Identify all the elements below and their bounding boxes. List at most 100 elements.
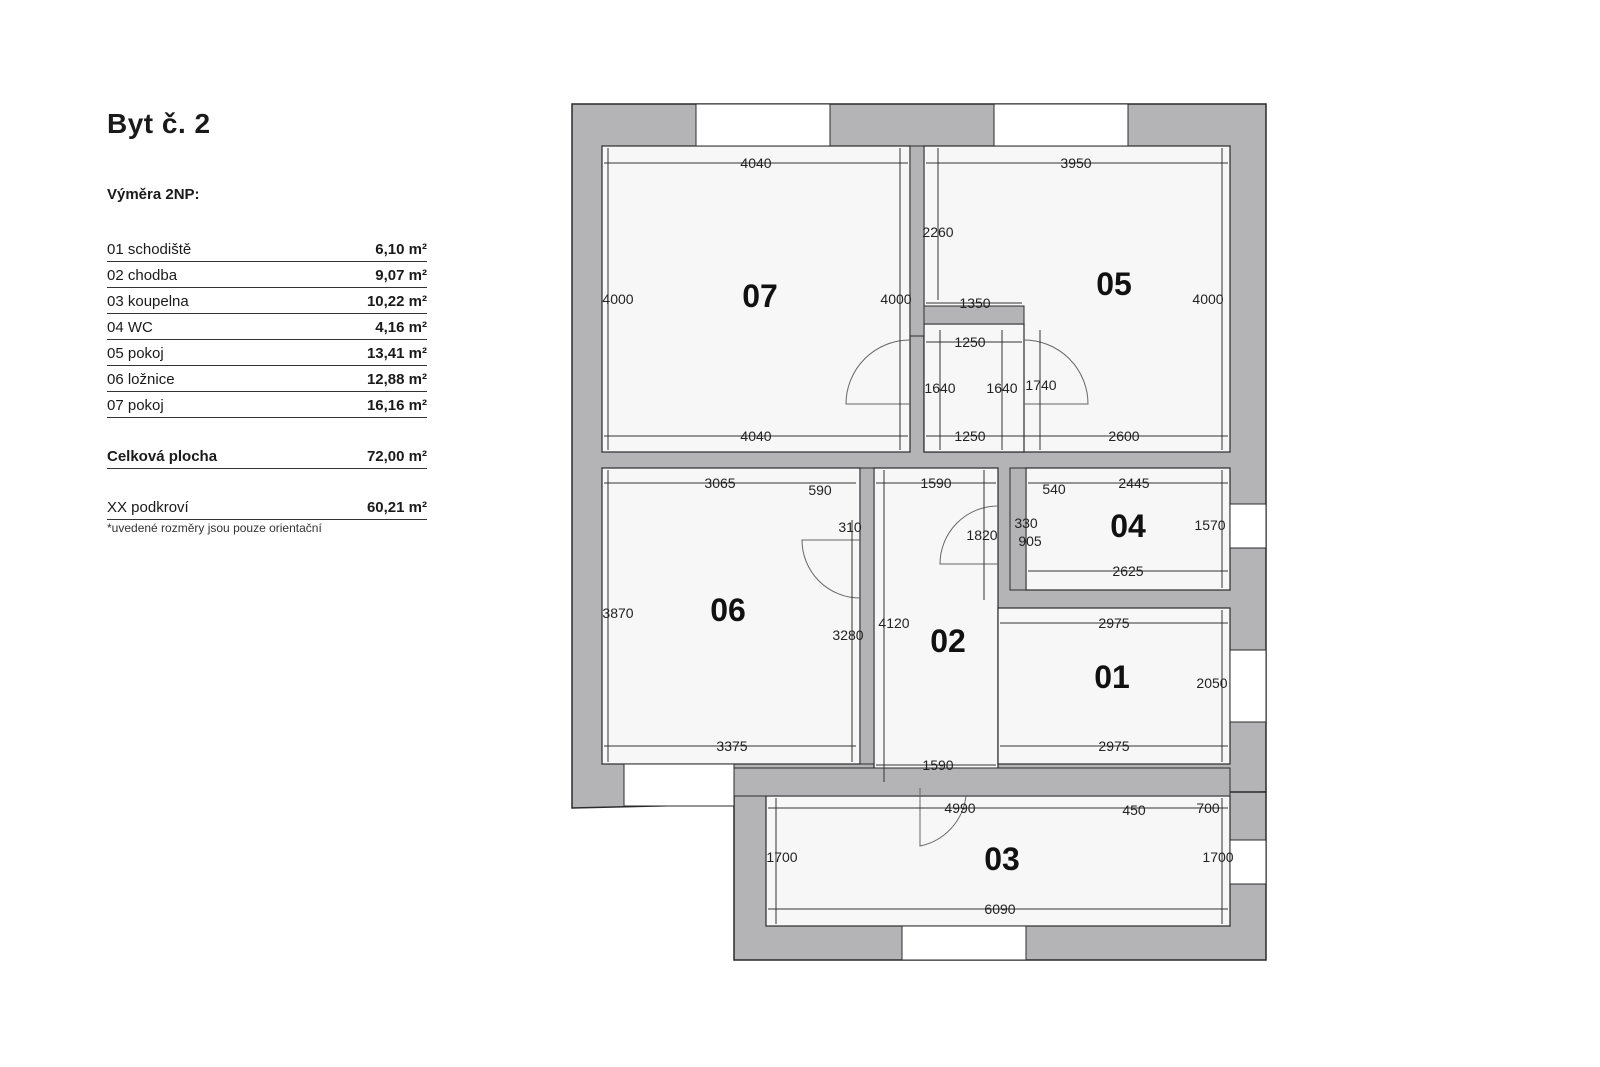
dim-label: 4120 bbox=[878, 615, 909, 631]
inner-wall bbox=[909, 145, 925, 337]
dim-label: 4040 bbox=[740, 428, 771, 444]
room-area: 10,22 m² bbox=[366, 293, 427, 310]
room-name: 04 WC bbox=[107, 319, 153, 336]
room-07-floor bbox=[601, 145, 911, 453]
dim-label: 1250 bbox=[954, 428, 985, 444]
door-swing bbox=[845, 339, 911, 405]
inner-wall bbox=[1009, 467, 1027, 591]
dim-label: 4040 bbox=[740, 155, 771, 171]
room-row: 02 chodba 9,07 m² bbox=[107, 263, 427, 288]
total-row: Celková plocha 72,00 m² bbox=[107, 444, 427, 469]
window bbox=[901, 925, 1027, 961]
room-04-floor bbox=[1025, 467, 1231, 591]
room-area: 12,88 m² bbox=[366, 371, 427, 388]
dim-label: 1700 bbox=[1202, 849, 1233, 865]
windows bbox=[623, 103, 1267, 961]
dim-label: 2260 bbox=[922, 224, 953, 240]
window bbox=[695, 103, 831, 147]
dim-label: 310 bbox=[838, 519, 862, 535]
dimensions-note: *uvedené rozměry jsou pouze orientační bbox=[107, 521, 322, 535]
room-label-06: 06 bbox=[710, 592, 746, 628]
door-swing bbox=[919, 788, 967, 847]
dim-label: 4990 bbox=[944, 800, 975, 816]
dim-label: 2975 bbox=[1098, 615, 1129, 631]
dim-label: 2600 bbox=[1108, 428, 1139, 444]
dim-label: 3950 bbox=[1060, 155, 1091, 171]
window bbox=[1229, 503, 1267, 549]
dim-label: 1640 bbox=[986, 380, 1017, 396]
total-label: Celková plocha bbox=[107, 448, 218, 465]
page-title: Byt č. 2 bbox=[107, 108, 211, 139]
dim-label: 1640 bbox=[924, 380, 955, 396]
dim-label: 1820 bbox=[966, 527, 997, 543]
doors bbox=[801, 339, 1089, 847]
inner-wall bbox=[859, 467, 875, 765]
room-label-03: 03 bbox=[984, 841, 1020, 877]
window bbox=[1229, 649, 1267, 723]
dim-label: 3870 bbox=[602, 605, 633, 621]
door-swing bbox=[801, 539, 861, 599]
dim-label: 6090 bbox=[984, 901, 1015, 917]
inner-walls bbox=[733, 145, 1231, 797]
dim-label: 2625 bbox=[1112, 563, 1143, 579]
room-06-floor bbox=[601, 467, 861, 765]
dim-label: 3375 bbox=[716, 738, 747, 754]
room-name: 01 schodiště bbox=[107, 241, 192, 258]
room-row: 03 koupelna 10,22 m² bbox=[107, 289, 427, 314]
attic-label: XX podkroví bbox=[107, 499, 189, 516]
room-area: 13,41 m² bbox=[366, 345, 427, 362]
room-row: 07 pokoj 16,16 m² bbox=[107, 393, 427, 418]
dim-label: 1590 bbox=[922, 757, 953, 773]
room-name: 02 chodba bbox=[107, 267, 178, 284]
room-area: 4,16 m² bbox=[375, 319, 427, 336]
room-name: 07 pokoj bbox=[107, 397, 164, 414]
dim-label: 4000 bbox=[880, 291, 911, 307]
dim-label: 1350 bbox=[959, 295, 990, 311]
room-name: 05 pokoj bbox=[107, 345, 164, 362]
dim-label: 2445 bbox=[1118, 475, 1149, 491]
room-name: 03 koupelna bbox=[107, 293, 189, 310]
area-subtitle: Výměra 2NP: bbox=[107, 186, 200, 203]
inner-wall bbox=[733, 767, 1231, 797]
total-area: 72,00 m² bbox=[366, 448, 427, 465]
dim-label: 2975 bbox=[1098, 738, 1129, 754]
dim-label: 1700 bbox=[766, 849, 797, 865]
dimension-lines bbox=[604, 148, 1228, 924]
room-row: 04 WC 4,16 m² bbox=[107, 315, 427, 340]
dim-label: 1570 bbox=[1194, 517, 1225, 533]
room-label-02: 02 bbox=[930, 623, 966, 659]
dim-label: 330 bbox=[1014, 515, 1038, 531]
room-row: 05 pokoj 13,41 m² bbox=[107, 341, 427, 366]
room-list: 01 schodiště 6,10 m² 02 chodba 9,07 m² 03 … bbox=[107, 237, 427, 535]
legend-panel: Byt č. 2 Výměra 2NP: 01 schodiště 6,10 m²… bbox=[107, 108, 427, 535]
dim-label: 2050 bbox=[1196, 675, 1227, 691]
dim-label: 1590 bbox=[920, 475, 951, 491]
window bbox=[623, 763, 735, 807]
dim-label: 905 bbox=[1018, 533, 1042, 549]
room-01-floor bbox=[997, 607, 1231, 765]
dim-label: 450 bbox=[1122, 802, 1146, 818]
window bbox=[993, 103, 1129, 147]
dim-label: 4000 bbox=[1192, 291, 1223, 307]
rooms bbox=[601, 145, 1231, 927]
corridor-floor bbox=[923, 323, 1025, 453]
room-labels: 07 05 06 02 04 01 03 bbox=[710, 266, 1146, 877]
room-area: 6,10 m² bbox=[375, 241, 427, 258]
dim-label: 1250 bbox=[954, 334, 985, 350]
room-area: 16,16 m² bbox=[366, 397, 427, 414]
dim-label: 1740 bbox=[1025, 377, 1056, 393]
inner-wall bbox=[923, 305, 1025, 325]
attic-area: 60,21 m² bbox=[366, 499, 427, 516]
room-area: 9,07 m² bbox=[375, 267, 427, 284]
dim-label: 590 bbox=[808, 482, 832, 498]
dim-label: 3065 bbox=[704, 475, 735, 491]
dim-label: 4000 bbox=[602, 291, 633, 307]
window bbox=[1229, 839, 1267, 885]
room-label-05: 05 bbox=[1096, 266, 1132, 302]
door-swing bbox=[1023, 339, 1089, 405]
room-label-01: 01 bbox=[1094, 659, 1130, 695]
room-label-07: 07 bbox=[742, 278, 778, 314]
room-label-04: 04 bbox=[1110, 508, 1146, 544]
